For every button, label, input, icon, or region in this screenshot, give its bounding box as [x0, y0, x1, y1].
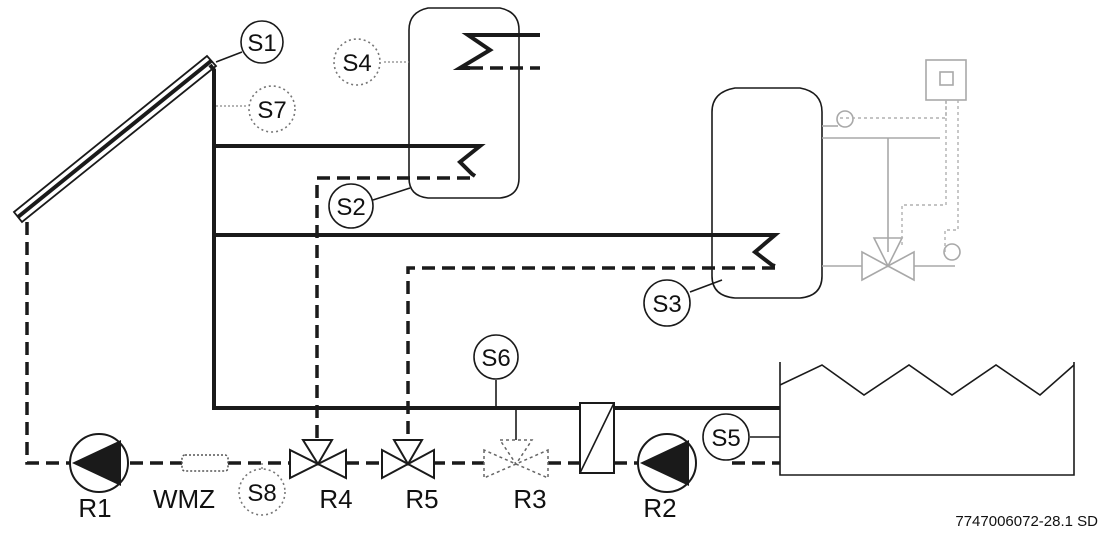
sensor-s2: S2: [328, 183, 374, 229]
sensor-s7: S7: [248, 85, 296, 133]
sensor-s3: S3: [643, 279, 691, 327]
heat-meter-wmz: [181, 454, 229, 472]
svg-text:S5: S5: [711, 425, 740, 452]
svg-text:S4: S4: [342, 50, 371, 77]
tank1-return-pipe: [315, 176, 470, 440]
label-r5: R5: [405, 484, 438, 514]
sensor-s4: S4: [333, 38, 381, 86]
sensor-s5: S5: [702, 413, 750, 461]
valve-r4: [289, 439, 347, 480]
collector-return-pipe: [25, 222, 70, 465]
pump-r2: [637, 433, 697, 493]
valve-r3: [483, 408, 549, 480]
svg-text:S3: S3: [652, 291, 681, 318]
svg-text:S7: S7: [257, 97, 286, 124]
s3-connector: [689, 279, 723, 293]
figure-reference: 7747006072-28.1 SD: [955, 513, 1098, 530]
sensor-s6: S6: [473, 334, 519, 380]
svg-text:S2: S2: [336, 194, 365, 221]
s2-connector: [372, 187, 411, 201]
label-r4: R4: [319, 484, 352, 514]
tank2-return-pipe: [406, 266, 775, 440]
label-r1: R1: [78, 493, 111, 523]
svg-text:S8: S8: [247, 480, 276, 507]
label-r2: R2: [643, 493, 676, 523]
s1-connector: [215, 51, 243, 63]
sensor-s8: S8: [238, 468, 286, 516]
swimming-pool: [779, 362, 1075, 476]
svg-text:S6: S6: [481, 345, 510, 372]
collector-supply-pipe: [208, 63, 780, 410]
solar-collector: [12, 54, 218, 224]
optional-heating-circuit: [822, 59, 967, 282]
sensor-s1: S1: [240, 20, 284, 64]
heat-exchanger: [579, 402, 615, 474]
svg-text:S1: S1: [247, 30, 276, 57]
valve-r5: [381, 439, 435, 480]
storage-tank-2: [711, 87, 823, 299]
label-r3: R3: [513, 484, 546, 514]
storage-tank-1: [408, 7, 540, 199]
pump-r1: [69, 433, 129, 493]
label-wmz: WMZ: [153, 484, 215, 514]
